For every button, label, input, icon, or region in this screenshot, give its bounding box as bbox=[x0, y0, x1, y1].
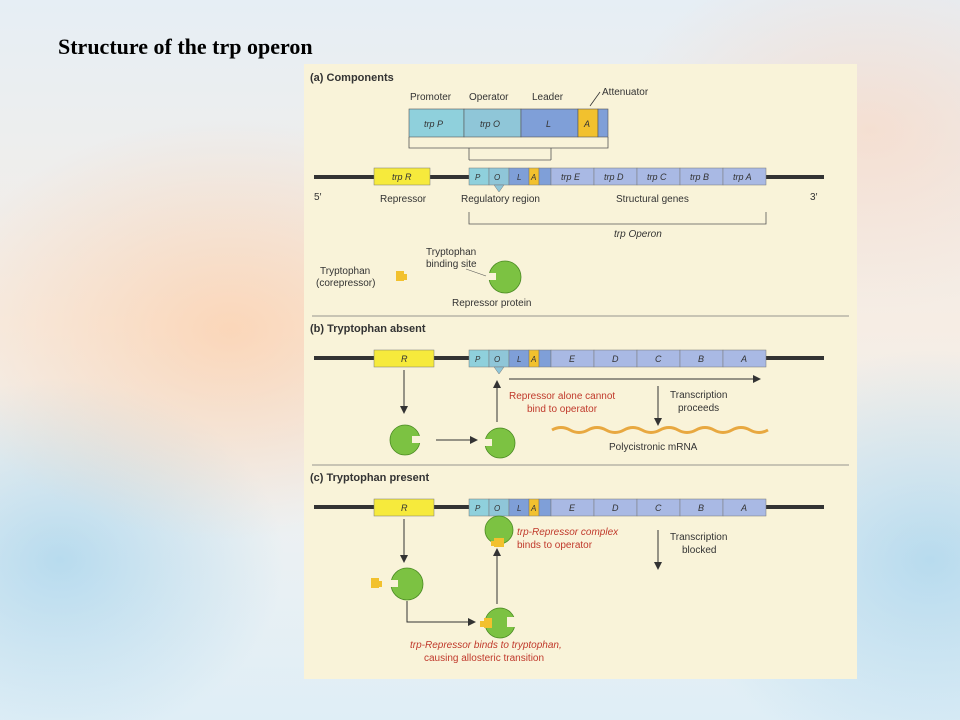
panel-b: (b) Tryptophan absent R P O L A E D C B … bbox=[310, 323, 849, 466]
trp-r-gene bbox=[373, 167, 431, 186]
binds-text-2: causing allosteric transition bbox=[424, 653, 544, 664]
attenuator-label: Attenuator bbox=[602, 87, 649, 98]
r-gene-c bbox=[373, 498, 435, 517]
r-text-c: R bbox=[401, 503, 408, 513]
complex-text-2: binds to operator bbox=[517, 540, 593, 551]
a-label: A bbox=[583, 119, 590, 129]
l-label: L bbox=[546, 119, 551, 129]
trp-c-text: trp C bbox=[647, 172, 667, 182]
p-text-c: P bbox=[475, 504, 481, 513]
cannot-bind-text-2: bind to operator bbox=[527, 404, 598, 415]
expanded-promoter-box bbox=[408, 108, 465, 138]
repressor-complex-c2-icon bbox=[480, 607, 517, 639]
a-gene-b bbox=[722, 349, 767, 368]
three-prime-label: 3′ bbox=[810, 192, 818, 203]
binding-site-pointer bbox=[465, 268, 487, 277]
o-text-b: O bbox=[494, 355, 500, 364]
e-text-c: E bbox=[569, 503, 576, 513]
mrna-wave bbox=[551, 426, 769, 434]
promoter-label: Promoter bbox=[410, 92, 452, 103]
binding-site-label-1: Tryptophan bbox=[426, 247, 476, 258]
panel-b-heading: (b) Tryptophan absent bbox=[310, 323, 426, 335]
a-gene-c bbox=[722, 498, 767, 517]
transcription-blocked-2: blocked bbox=[682, 545, 716, 556]
regulatory-region-label: Regulatory region bbox=[461, 194, 540, 205]
leader-tail-a bbox=[538, 167, 552, 186]
l-text-c: L bbox=[517, 504, 521, 513]
operon-bracket bbox=[468, 212, 767, 225]
expansion-bracket bbox=[408, 137, 609, 149]
repressor-protein-c1-icon bbox=[390, 567, 424, 601]
p-text-a: P bbox=[475, 173, 481, 182]
tryptophan-c-icon bbox=[371, 578, 382, 588]
c-text-c: C bbox=[655, 503, 662, 513]
five-prime-label: 5′ bbox=[314, 192, 322, 203]
tryptophan-label-1: Tryptophan bbox=[320, 266, 370, 277]
leader-tail-c bbox=[538, 498, 552, 517]
cannot-bind-text-1: Repressor alone cannot bbox=[509, 391, 615, 402]
transcription-proceeds-1: Transcription bbox=[670, 390, 727, 401]
mrna-label: Polycistronic mRNA bbox=[609, 442, 698, 453]
repressor-protein-b1-icon bbox=[389, 424, 421, 456]
e-text-b: E bbox=[569, 354, 576, 364]
transcription-blocked-1: Transcription bbox=[670, 532, 727, 543]
a-text-b: A bbox=[530, 355, 536, 364]
r-text-b: R bbox=[401, 354, 408, 364]
expanded-operator-box bbox=[463, 108, 522, 138]
p-text-b: P bbox=[475, 355, 481, 364]
repressor-protein-label: Repressor protein bbox=[452, 298, 531, 309]
a2-text-c: A bbox=[740, 503, 747, 513]
trp-p-label: trp P bbox=[424, 119, 443, 129]
a-text-a: A bbox=[530, 173, 536, 182]
a-text-c: A bbox=[530, 504, 536, 513]
trp-b-text: trp B bbox=[690, 172, 709, 182]
d-text-c: D bbox=[612, 503, 619, 513]
b-text-b: B bbox=[698, 354, 704, 364]
repressor-gene-label: Repressor bbox=[380, 194, 427, 205]
l-text-b: L bbox=[517, 355, 521, 364]
leader-tail-b bbox=[538, 349, 552, 368]
transcription-proceeds-2: proceeds bbox=[678, 403, 719, 414]
tryptophan-label-2: (corepressor) bbox=[316, 278, 375, 289]
c-text-b: C bbox=[655, 354, 662, 364]
b-text-c: B bbox=[698, 503, 704, 513]
operon-label: trp Operon bbox=[614, 229, 662, 240]
binds-text-1: trp-Repressor binds to tryptophan, bbox=[410, 640, 562, 651]
attenuator-pointer bbox=[589, 91, 601, 107]
d-text-b: D bbox=[612, 354, 619, 364]
repressor-protein-icon bbox=[488, 260, 522, 294]
expanded-leader-tail bbox=[597, 108, 609, 138]
operator-label: Operator bbox=[469, 92, 509, 103]
expansion-connector bbox=[468, 148, 552, 161]
trp-operon-figure: (a) Components Promoter Operator Leader … bbox=[304, 64, 857, 679]
o-text-a: O bbox=[494, 173, 500, 182]
panel-c-heading: (c) Tryptophan present bbox=[310, 472, 430, 484]
expanded-leader-box bbox=[520, 108, 579, 138]
trp-e-text: trp E bbox=[561, 172, 581, 182]
panel-c: (c) Tryptophan present R P O L A E D C B… bbox=[310, 472, 824, 664]
repressor-complex-bound-icon bbox=[484, 515, 514, 547]
a2-text-b: A bbox=[740, 354, 747, 364]
r-gene-b bbox=[373, 349, 435, 368]
panel-a-heading: (a) Components bbox=[310, 72, 394, 84]
structural-genes-label: Structural genes bbox=[616, 194, 689, 205]
tryptophan-molecule-icon bbox=[396, 271, 407, 281]
repressor-protein-b2-icon bbox=[483, 427, 516, 459]
o-text-c: O bbox=[494, 504, 500, 513]
trp-d-text: trp D bbox=[604, 172, 624, 182]
operator-notch-b bbox=[493, 366, 505, 375]
leader-label: Leader bbox=[532, 92, 564, 103]
arrow-bind-tryptophan bbox=[406, 601, 476, 626]
trp-a-text: trp A bbox=[733, 172, 752, 182]
operator-notch-a bbox=[493, 184, 505, 193]
trp-o-label: trp O bbox=[480, 119, 500, 129]
l-text-a: L bbox=[517, 173, 521, 182]
trp-a-gene bbox=[722, 167, 767, 186]
trp-r-text: trp R bbox=[392, 172, 412, 182]
panel-a: (a) Components Promoter Operator Leader … bbox=[310, 72, 849, 317]
complex-text-1: trp-Repressor complex bbox=[517, 527, 619, 538]
binding-site-label-2: binding site bbox=[426, 259, 477, 270]
slide-title: Structure of the trp operon bbox=[58, 34, 313, 59]
